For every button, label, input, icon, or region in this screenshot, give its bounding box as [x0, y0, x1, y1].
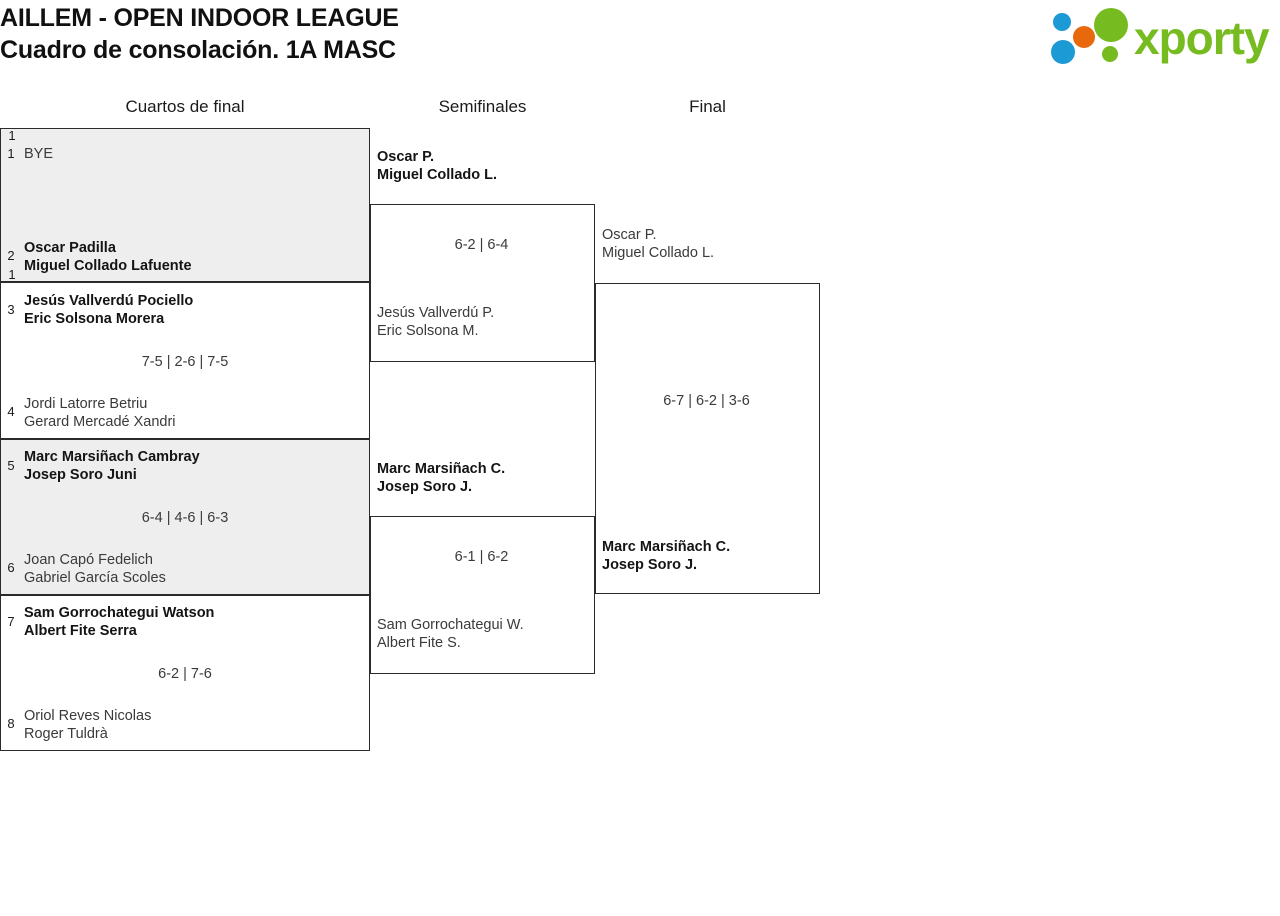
player-name: Miguel Collado L. [377, 167, 498, 183]
player-pair-sf1-bottom: Jesús Vallverdú P. Eric Solsona M. [377, 304, 494, 340]
score-qf3: 6-4 | 4-6 | 6-3 [141, 510, 229, 526]
player-name: Joan Capó Fedelich [24, 552, 153, 568]
player-pair-qf1-top: BYE [24, 145, 53, 163]
player-pair-qf2-bottom: Jordi Latorre Betriu Gerard Mercadé Xand… [24, 395, 176, 431]
player-name: Eric Solsona M. [377, 323, 479, 339]
match-quarterfinal-1[interactable]: 1 1 [0, 128, 370, 282]
player-pair-sf1-top: Oscar P. Miguel Collado L. [377, 148, 497, 184]
player-name: Gerard Mercadé Xandri [24, 414, 176, 430]
seed-number-4: 4 [7, 404, 15, 419]
seed-number-1: 1 [7, 146, 15, 161]
seed-number-2: 2 [7, 248, 15, 263]
player-name: Josep Soro Juni [24, 467, 137, 483]
player-pair-sf2-bottom: Sam Gorrochategui W. Albert Fite S. [377, 616, 524, 652]
score-final: 6-7 | 6-2 | 3-6 [663, 393, 750, 409]
seed-number-7: 7 [7, 614, 15, 629]
player-name: Gabriel García Scoles [24, 570, 166, 586]
player-name: Eric Solsona Morera [24, 311, 165, 327]
player-name: Josep Soro J. [377, 479, 473, 495]
xporty-logo[interactable]: xporty [1048, 6, 1274, 68]
player-name: Sam Gorrochategui Watson [24, 605, 215, 621]
player-name: Jesús Vallverdú P. [377, 305, 495, 321]
logo-dots-icon [1051, 8, 1128, 64]
seed-number-5: 5 [7, 458, 15, 473]
seed-number-6: 6 [7, 560, 15, 575]
player-name: Marc Marsiñach Cambray [24, 449, 200, 465]
player-name: Miguel Collado Lafuente [24, 258, 192, 274]
player-name: Jesús Vallverdú Pociello [24, 293, 194, 309]
seed-number: 1 [8, 267, 16, 282]
player-name: BYE [24, 146, 54, 162]
seed-number: 1 [8, 128, 16, 143]
player-name: Jordi Latorre Betriu [24, 396, 148, 412]
player-pair-qf2-top: Jesús Vallverdú Pociello Eric Solsona Mo… [24, 292, 193, 328]
match-quarterfinal-3[interactable] [0, 439, 370, 595]
player-name: Oscar P. [377, 149, 434, 165]
player-name: Roger Tuldrà [24, 726, 108, 742]
page-title: AILLEM - OPEN INDOOR LEAGUE Cuadro de co… [0, 2, 900, 66]
player-name: Marc Marsiñach C. [377, 461, 506, 477]
player-pair-final-top: Oscar P. Miguel Collado L. [602, 226, 714, 262]
score-qf2: 7-5 | 2-6 | 7-5 [141, 354, 229, 370]
score-sf2: 6-1 | 6-2 [454, 549, 509, 565]
score-sf1: 6-2 | 6-4 [454, 237, 509, 253]
player-pair-qf3-top: Marc Marsiñach Cambray Josep Soro Juni [24, 448, 200, 484]
match-semifinal-1[interactable] [370, 204, 595, 362]
logo-wordmark-icon: xporty [1134, 12, 1271, 64]
seed-number-3: 3 [7, 302, 15, 317]
seed-number-8: 8 [7, 716, 15, 731]
player-pair-qf4-bottom: Oriol Reves Nicolas Roger Tuldrà [24, 707, 151, 743]
bracket-subtitle: Cuadro de consolación. 1A MASC [0, 36, 396, 64]
match-final[interactable] [595, 283, 820, 594]
player-pair-qf1-bottom: Oscar Padilla Miguel Collado Lafuente [24, 239, 192, 275]
player-name: Marc Marsiñach C. [602, 539, 731, 555]
player-name: Albert Fite S. [377, 635, 461, 651]
player-name: Oscar Padilla [24, 240, 116, 256]
round-header-semifinals: Semifinales [438, 97, 527, 116]
player-pair-qf3-bottom: Joan Capó Fedelich Gabriel García Scoles [24, 551, 166, 587]
score-qf4: 6-2 | 7-6 [158, 666, 212, 682]
round-header-final: Final [689, 97, 726, 116]
match-quarterfinal-2[interactable] [0, 282, 370, 439]
player-name: Miguel Collado L. [602, 245, 715, 261]
player-name: Albert Fite Serra [24, 623, 137, 639]
player-name: Sam Gorrochategui W. [377, 617, 524, 633]
match-quarterfinal-4[interactable] [0, 595, 370, 751]
player-pair-final-bottom: Marc Marsiñach C. Josep Soro J. [602, 538, 730, 574]
player-pair-qf4-top: Sam Gorrochategui Watson Albert Fite Ser… [24, 604, 214, 640]
tournament-title: AILLEM - OPEN INDOOR LEAGUE [0, 4, 399, 32]
round-header-quarterfinals: Cuartos de final [125, 97, 245, 116]
svg-text:xporty: xporty [1134, 12, 1270, 64]
player-name: Josep Soro J. [602, 557, 698, 573]
player-name: Oscar P. [602, 227, 657, 243]
player-pair-sf2-top: Marc Marsiñach C. Josep Soro J. [377, 460, 505, 496]
player-name: Oriol Reves Nicolas [24, 708, 152, 724]
match-semifinal-2[interactable] [370, 516, 595, 674]
